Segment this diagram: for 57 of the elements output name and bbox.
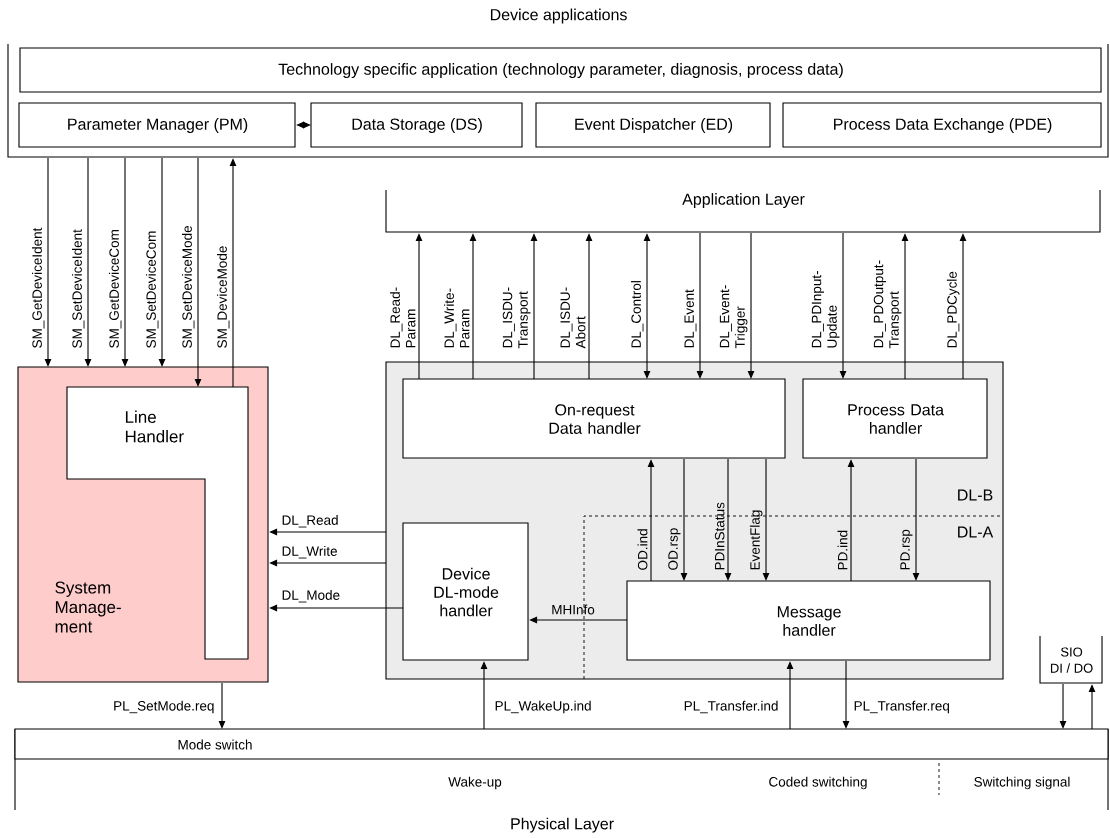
arrow: [842, 660, 850, 729]
edge-label: DL_Read: [280, 514, 340, 529]
data-link-sublayer-label: DL-A: [958, 526, 994, 538]
arrow: [680, 458, 688, 581]
edge-label: SM_DeviceMode: [216, 244, 231, 350]
arrow: [121, 157, 129, 367]
application-box: Technology specific application (technology parameter, diagnosis, process data): [19, 47, 1102, 93]
arrow: [839, 232, 847, 379]
edge-label: SM_GetDeviceCom: [108, 228, 123, 350]
edge-label: PL_WakeUp.ind: [493, 699, 593, 715]
dispatcher-box: Event Dispatcher (ED): [535, 102, 771, 148]
handler-box: Message handler: [626, 580, 991, 661]
arrow: [158, 157, 166, 367]
edge-label: DL_ISDU- Abort: [559, 279, 587, 350]
edge-label: SM_SetDeviceCom: [145, 229, 160, 350]
exchange-box: Process Data Exchange (PDE): [782, 102, 1102, 148]
arrow: [762, 458, 770, 581]
handler-box: Device DL-mode handler: [402, 522, 529, 661]
storage-box: Data Storage (DS): [310, 102, 523, 148]
arrow: [218, 682, 226, 729]
signal-label: Coded switching: [769, 776, 867, 790]
arrow: [724, 458, 732, 581]
edge-label: DL_Event: [683, 288, 698, 350]
arrow: [1059, 683, 1067, 729]
edge-label: PL_SetMode.req: [112, 699, 216, 715]
sio-box: SIO DI / DO: [1039, 635, 1103, 684]
edge-label: DL_Read- Param: [389, 279, 417, 350]
edge-label: DL_PDOutput- Transport: [872, 253, 903, 350]
arrow: [747, 232, 755, 379]
handler-box: Process Data handler: [802, 378, 988, 459]
edge-label: PL_Transfer.ind: [682, 699, 780, 715]
edge-label: OD.rsp: [667, 526, 682, 572]
edge-label: DL_Control: [630, 279, 645, 350]
arrow: [84, 157, 92, 367]
arrow: [696, 232, 704, 379]
arrow: [912, 458, 920, 581]
handler-box: On-request Data handler: [402, 378, 786, 459]
edge-label: DL_Mode: [280, 589, 342, 604]
edge-label: SM_SetDeviceIdent: [71, 228, 86, 350]
signal-label: Wake-up: [448, 776, 502, 790]
edge-label: DL_Write: [280, 545, 339, 560]
edge-label: DL_Event- Trigger: [718, 277, 749, 350]
layer-bracket: Application Layer: [385, 189, 1101, 233]
edge-label: SM_GetDeviceIdent: [31, 226, 46, 350]
data-link-sublayer-label: DL-B: [958, 489, 993, 501]
edge-label: PL_Transfer.req: [852, 699, 951, 715]
edge-label: DL_PDInput- Update: [810, 263, 841, 350]
arrow: [194, 157, 202, 387]
manager-box: Parameter Manager (PM): [18, 102, 296, 148]
edge-label: PD.rsp: [899, 528, 914, 572]
signal-label: Switching signal: [974, 776, 1070, 790]
edge-label: DL_Write- Param: [443, 279, 471, 350]
mode-switch-band: Mode switch: [14, 728, 1109, 760]
arrow: [44, 157, 52, 367]
edge-label: DL_PDCycle: [945, 270, 961, 350]
edge-label: DL_ISDU- Transport: [501, 279, 532, 350]
edge-label: SM_SetDeviceMode: [181, 224, 196, 350]
